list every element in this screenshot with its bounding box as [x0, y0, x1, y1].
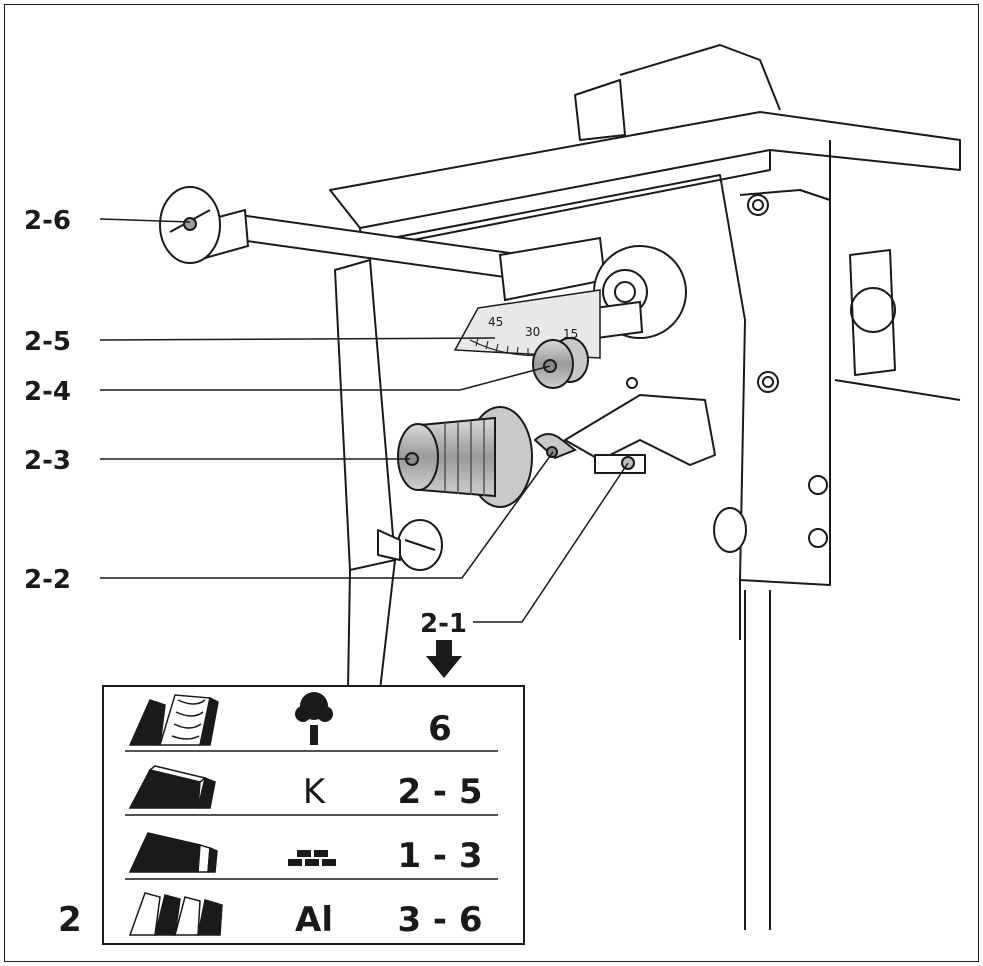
bricks-icon: [288, 850, 336, 866]
table-row-value: 6: [428, 709, 452, 749]
coated-panel-icon: [128, 765, 216, 809]
wood-boards-icon: [128, 694, 219, 746]
locking-knob: [532, 337, 589, 389]
scale-tick-label: 45: [488, 315, 503, 329]
aluminium-text-icon: Al: [295, 900, 333, 940]
callout-label-2-3: 2-3: [24, 446, 71, 476]
callout-label-2-1: 2-1: [420, 609, 467, 639]
down-arrow-icon: [426, 640, 462, 678]
callout-label-2-2: 2-2: [24, 565, 71, 595]
callout-label-2-4: 2-4: [24, 377, 71, 407]
table-row-value: 3 - 6: [397, 900, 482, 940]
scale-tick-label: 30: [525, 325, 540, 339]
callout-leaders: [99, 218, 629, 623]
laminate-sheet-icon: [128, 832, 218, 873]
material-table: 6 K 2 - 5 1 - 3 Al 3 - 6: [102, 685, 525, 945]
callout-label-2-6: 2-6: [24, 206, 71, 236]
aluminium-profile-icon: [128, 892, 223, 936]
figure-number: 2: [58, 900, 82, 940]
tree-icon: [295, 692, 333, 745]
small-lever: [533, 433, 578, 460]
height-adjust-knob: [397, 406, 533, 508]
callout-label-2-5: 2-5: [24, 327, 71, 357]
figure-frame: [4, 4, 979, 962]
table-row-value: 2 - 5: [397, 772, 482, 812]
plastic-symbol-icon: K: [303, 772, 327, 812]
handle-lever: [159, 186, 547, 284]
machine-body: [329, 44, 961, 930]
table-row-value: 1 - 3: [397, 836, 482, 876]
pivot-assembly: [498, 236, 687, 342]
